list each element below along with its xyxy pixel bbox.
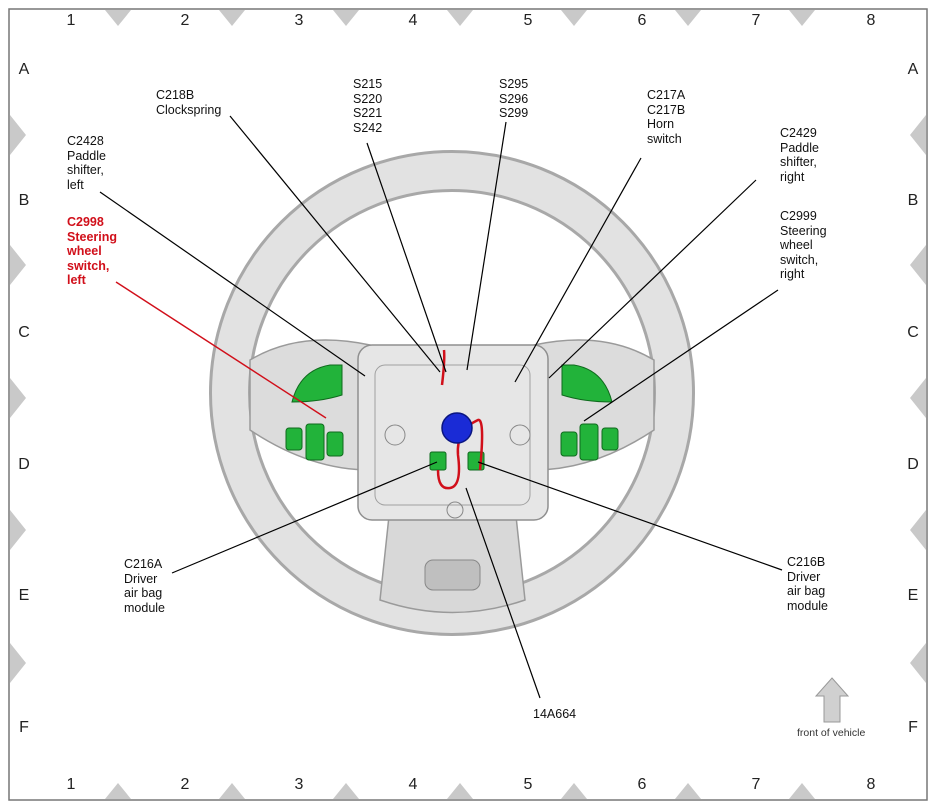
col-label: 4 bbox=[408, 776, 418, 793]
label-c218b-clockspring: C218B Clockspring bbox=[156, 88, 222, 117]
border bbox=[8, 8, 928, 801]
col-label: 1 bbox=[66, 776, 76, 793]
col-label: 5 bbox=[523, 776, 533, 793]
label-harness-14a664: 14A664 bbox=[533, 707, 577, 721]
col-label: 7 bbox=[751, 776, 761, 793]
grid-markers bbox=[10, 10, 926, 799]
row-label: C bbox=[18, 324, 30, 341]
label-c216a-airbag: C216A Driver air bag module bbox=[124, 557, 165, 615]
row-label: B bbox=[18, 192, 30, 209]
row-label: E bbox=[18, 587, 30, 604]
highlight-leader bbox=[115, 281, 327, 419]
col-label: 5 bbox=[523, 12, 533, 29]
label-c217-horn-switch: C217A C217B Horn switch bbox=[647, 88, 686, 146]
col-label: 3 bbox=[294, 12, 304, 29]
label-s295-group: S295 S296 S299 bbox=[499, 77, 529, 120]
front-arrow-icon bbox=[814, 677, 850, 723]
harness-wires bbox=[436, 349, 484, 490]
label-s215-group: S215 S220 S221 S242 bbox=[353, 77, 383, 135]
front-of-vehicle-label: front of vehicle bbox=[797, 727, 866, 739]
col-label: 6 bbox=[637, 12, 647, 29]
center-hub bbox=[441, 412, 473, 444]
row-label: F bbox=[19, 719, 29, 736]
row-label: B bbox=[907, 192, 919, 209]
col-label: 2 bbox=[180, 12, 190, 29]
col-label: 8 bbox=[866, 776, 876, 793]
col-label: 2 bbox=[180, 776, 190, 793]
label-c216b-airbag: C216B Driver air bag module bbox=[787, 555, 828, 613]
col-label: 4 bbox=[408, 12, 418, 29]
row-label: D bbox=[907, 456, 919, 473]
label-c2998-switch-left: C2998 Steering wheel switch, left bbox=[67, 215, 118, 287]
label-c2428-paddle-left: C2428 Paddle shifter, left bbox=[67, 134, 106, 192]
col-label: 1 bbox=[66, 12, 76, 29]
row-label: F bbox=[908, 719, 918, 736]
row-label: D bbox=[18, 456, 30, 473]
col-label: 7 bbox=[751, 12, 761, 29]
row-label: A bbox=[907, 61, 919, 78]
label-c2999-switch-right: C2999 Steering wheel switch, right bbox=[780, 209, 827, 281]
row-label: C bbox=[907, 324, 919, 341]
col-label: 3 bbox=[294, 776, 304, 793]
row-label: E bbox=[907, 587, 919, 604]
col-label: 6 bbox=[637, 776, 647, 793]
leader-lines bbox=[99, 115, 783, 699]
col-label: 8 bbox=[866, 12, 876, 29]
row-label: A bbox=[18, 61, 30, 78]
label-c2429-paddle-right: C2429 Paddle shifter, right bbox=[780, 126, 819, 184]
